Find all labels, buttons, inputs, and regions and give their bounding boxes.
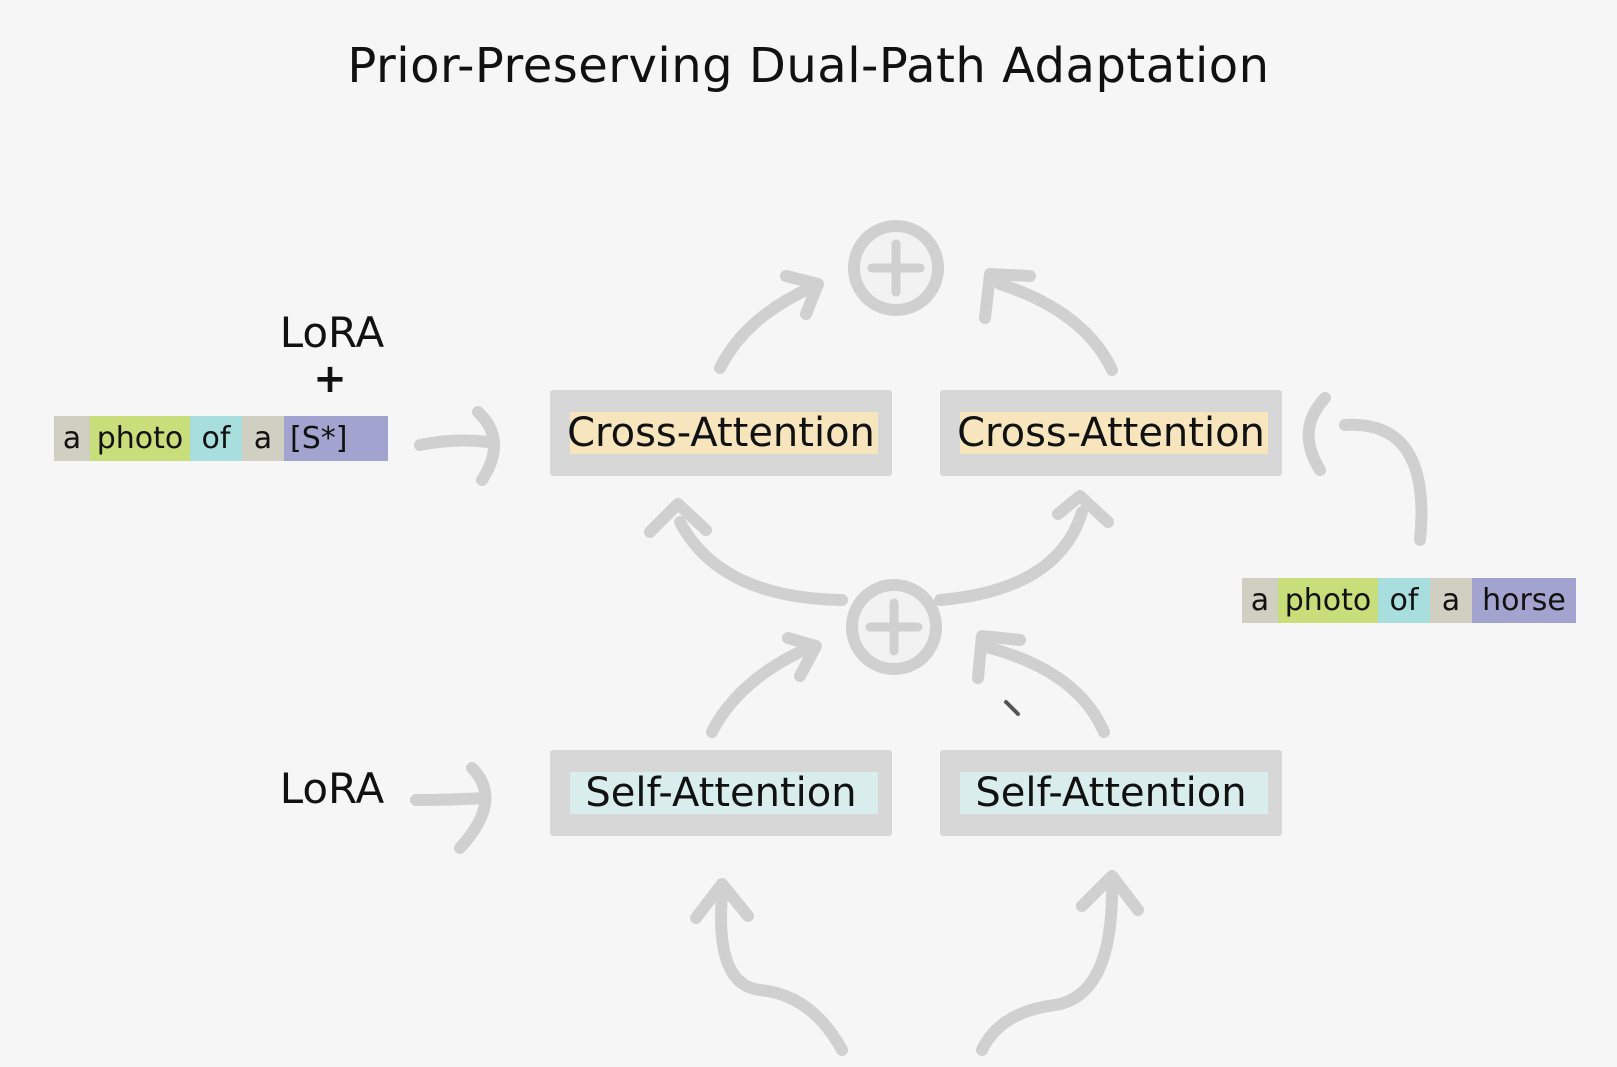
right-token-4: a xyxy=(1430,578,1472,623)
arrow-input-to-selfL-head xyxy=(690,878,754,924)
block-highlight xyxy=(960,772,1268,814)
arrow-sum-bottom-to-crossL xyxy=(674,516,848,606)
left-token-4: a xyxy=(242,416,284,461)
left-token-3: of xyxy=(190,416,242,461)
arrow-selfR-to-sum-bottom-head xyxy=(972,630,1026,684)
left-token-2: photo xyxy=(90,416,190,461)
arrow-input-to-selfL xyxy=(715,889,848,1056)
sum-node-top xyxy=(848,220,944,316)
block-highlight xyxy=(570,412,878,454)
arrow-sum-bottom-to-crossR xyxy=(934,506,1088,606)
arrow-crossL-to-sum-top xyxy=(714,282,816,374)
cross-attention-block-left: Cross-Attention xyxy=(550,390,892,476)
self-attention-block-left: Self-Attention xyxy=(550,750,892,836)
arrow-self-input xyxy=(410,792,490,806)
right-prompt: a photo of a horse xyxy=(1242,578,1576,623)
right-token-3: of xyxy=(1378,578,1430,623)
arrow-right-prompt xyxy=(1339,418,1428,546)
block-highlight xyxy=(960,412,1268,454)
arrow-sum-bottom-to-crossR-head xyxy=(1052,490,1114,528)
arrow-selfR-to-sum-bottom xyxy=(984,642,1110,738)
arrow-sum-bottom-to-crossL-head xyxy=(644,498,712,538)
arrow-cross-input-head xyxy=(472,406,500,486)
plus-circle-icon xyxy=(865,598,923,656)
arrow-crossL-to-sum-top-head xyxy=(780,270,824,320)
block-highlight xyxy=(570,772,878,814)
left-token-1: a xyxy=(54,416,90,461)
plus-circle-icon xyxy=(867,239,925,297)
cross-attention-block-right: Cross-Attention xyxy=(940,390,1282,476)
arrow-selfL-to-sum-bottom xyxy=(706,642,814,738)
block-label: Cross-Attention xyxy=(957,410,1265,456)
arrow-crossR-to-sum-top xyxy=(994,278,1118,376)
self-attention-block-right: Self-Attention xyxy=(940,750,1282,836)
arrow-right-prompt-head xyxy=(1302,392,1331,476)
self-lora-label: LoRA xyxy=(279,764,385,813)
left-prompt: a photo of a [S*] xyxy=(54,416,388,461)
right-token-2: photo xyxy=(1278,578,1378,623)
block-label: Cross-Attention xyxy=(567,410,875,456)
plus-sign: + xyxy=(313,356,347,402)
sum-node-bottom xyxy=(846,579,942,675)
left-token-5: [S*] xyxy=(284,416,388,461)
arrow-input-to-selfR-head xyxy=(1076,870,1144,916)
cross-lora-label: LoRA xyxy=(279,308,385,357)
arrow-selfL-to-sum-bottom-head xyxy=(782,632,822,682)
arrow-self-input-head xyxy=(454,762,492,854)
arrow-cross-input xyxy=(414,434,494,451)
pen-stroke-mark xyxy=(1004,700,1020,716)
arrow-input-to-selfR xyxy=(976,884,1118,1056)
right-token-1: a xyxy=(1242,578,1278,623)
block-label: Self-Attention xyxy=(975,770,1247,816)
right-token-5: horse xyxy=(1472,578,1576,623)
diagram-title: Prior-Preserving Dual-Path Adaptation xyxy=(347,38,1270,94)
arrow-crossR-to-sum-top-head xyxy=(979,268,1036,324)
block-label: Self-Attention xyxy=(585,770,857,816)
